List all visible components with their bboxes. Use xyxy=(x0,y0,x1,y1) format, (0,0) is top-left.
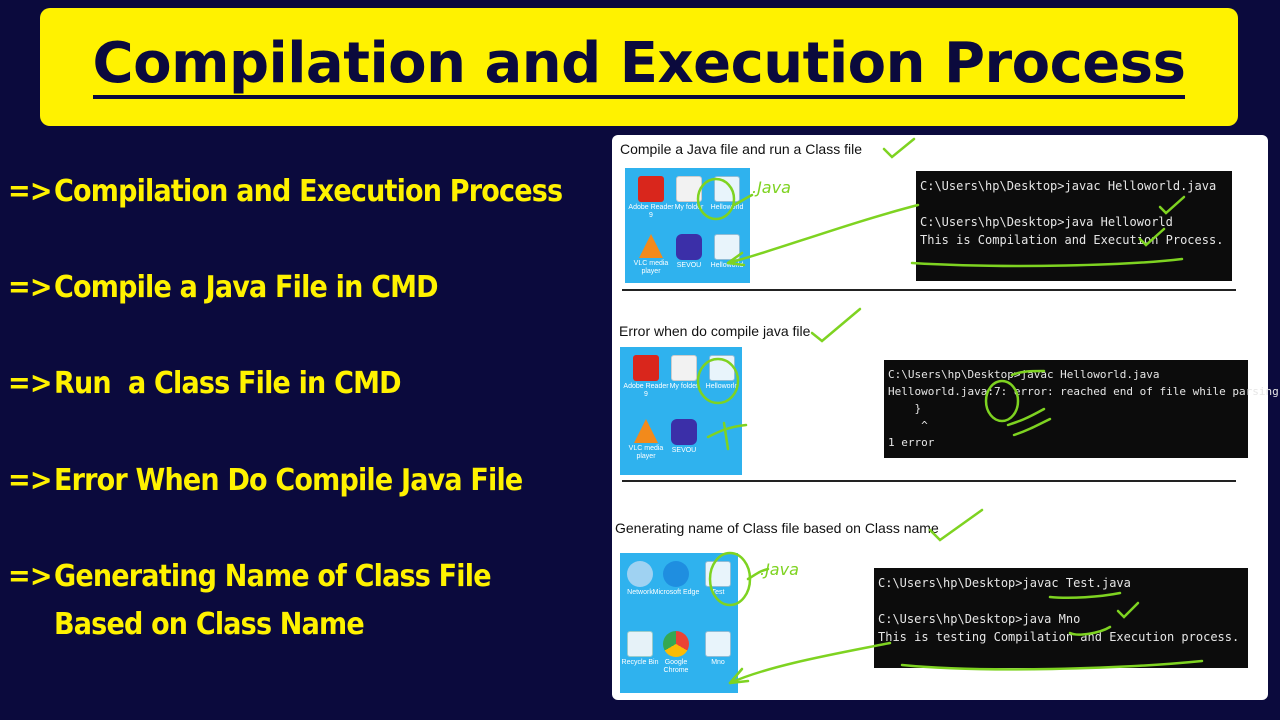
terminal-line: C:\Users\hp\Desktop>javac Helloworld.jav… xyxy=(920,179,1217,193)
java-annotation: .Java xyxy=(760,560,799,579)
arrow-marker: => xyxy=(8,559,52,594)
chrome-icon: Google Chrome xyxy=(652,631,700,675)
terminal-line: C:\Users\hp\Desktop>java Helloworld xyxy=(920,215,1173,229)
terminal-line: 1 error xyxy=(888,436,935,449)
adobe-reader-icon: Adobe Reader 9 xyxy=(622,355,670,399)
terminal-line: C:\Users\hp\Desktop>javac Helloworld.jav… xyxy=(888,368,1160,381)
arrow-line-icon xyxy=(728,641,892,685)
arrow-marker: => xyxy=(8,463,52,498)
java-annotation: .Java xyxy=(752,178,791,197)
terminal-line: This is Compilation and Execution Proces… xyxy=(920,233,1224,247)
page-title: Compilation and Execution Process xyxy=(92,34,1186,100)
desktop-view: Adobe Reader 9 My folder Helloworld VLC … xyxy=(620,347,742,475)
adobe-reader-icon: Adobe Reader 9 xyxy=(627,176,675,220)
terminal-line: This is testing Compilation and Executio… xyxy=(878,630,1240,644)
terminal-line: ^ xyxy=(888,419,928,432)
terminal-window: C:\Users\hp\Desktop>javac Helloworld.jav… xyxy=(884,360,1279,458)
title-banner: Compilation and Execution Process xyxy=(40,8,1238,126)
terminal-window: C:\Users\hp\Desktop>javac Helloworld.jav… xyxy=(916,171,1232,281)
class-file-icon: Mno xyxy=(694,631,742,667)
folder-icon: My folder xyxy=(660,355,708,391)
vlc-icon: VLC media player xyxy=(627,234,675,276)
topic-text: Compile a Java File in CMD xyxy=(54,270,439,305)
section-label: Compile a Java file and run a Class file xyxy=(620,141,863,157)
edge-icon: Microsoft Edge xyxy=(652,561,700,597)
app-icon: SEVOU xyxy=(660,419,708,455)
java-file-icon: Test xyxy=(694,561,742,597)
terminal-line: C:\Users\hp\Desktop>javac Test.java xyxy=(878,576,1131,590)
section-label: Generating name of Class file based on C… xyxy=(615,520,939,536)
divider xyxy=(622,480,1236,482)
topic-item: =>Error When Do Compile Java File xyxy=(8,457,523,505)
arrow-marker: => xyxy=(8,174,52,209)
terminal-line: } xyxy=(888,402,922,415)
checkmark-icon xyxy=(810,307,862,343)
topic-item: =>Generating Name of Class File Based on… xyxy=(8,553,492,649)
desktop-view: Network Microsoft Edge Test Recycle Bin … xyxy=(620,553,738,693)
terminal-line: C:\Users\hp\Desktop>java Mno xyxy=(878,612,1081,626)
annotation-stroke xyxy=(746,567,770,581)
network-icon: Network xyxy=(616,561,664,597)
desktop-view: Adobe Reader 9 My folder Helloworld VLC … xyxy=(625,168,750,283)
recycle-bin-icon: Recycle Bin xyxy=(616,631,664,667)
terminal-line xyxy=(878,592,1244,610)
screenshot-panel: Compile a Java file and run a Class file… xyxy=(612,135,1279,700)
topic-text: Error When Do Compile Java File xyxy=(54,463,523,498)
topic-item: =>Compile a Java File in CMD xyxy=(8,264,439,312)
topic-text: Run a Class File in CMD xyxy=(54,366,402,401)
topic-item: =>Compilation and Execution Process xyxy=(8,168,563,216)
class-file-icon: Helloworld xyxy=(703,234,751,270)
section-label: Error when do compile java file xyxy=(619,323,811,339)
checkmark-icon xyxy=(882,137,916,159)
terminal-line: Helloworld.java:7: error: reached end of… xyxy=(888,385,1279,398)
java-file-icon: Helloworld xyxy=(698,355,746,391)
terminal-line xyxy=(920,195,1228,213)
app-icon: SEVOU xyxy=(665,234,713,270)
java-file-icon: Helloworld xyxy=(703,176,751,212)
topic-text: Generating Name of Class File xyxy=(54,559,492,594)
arrow-line-icon xyxy=(726,203,920,265)
divider xyxy=(622,289,1236,291)
arrow-marker: => xyxy=(8,270,52,305)
topic-text-continued: Based on Class Name xyxy=(54,607,365,642)
terminal-window: C:\Users\hp\Desktop>javac Test.java C:\U… xyxy=(874,568,1248,668)
arrow-marker: => xyxy=(8,366,52,401)
vlc-icon: VLC media player xyxy=(622,419,670,461)
topic-item: =>Run a Class File in CMD xyxy=(8,360,402,408)
topic-text: Compilation and Execution Process xyxy=(54,174,563,209)
